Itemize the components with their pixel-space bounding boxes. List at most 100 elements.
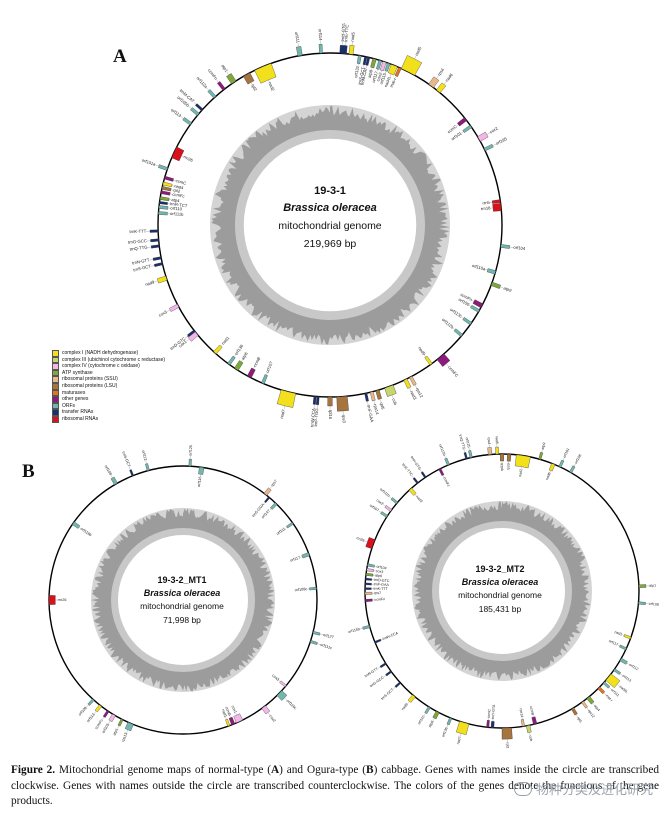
map-b2-gene-tick <box>419 469 422 473</box>
map-a-gene-tick <box>492 143 497 146</box>
map-b2-gene-nad2 <box>514 454 531 469</box>
map-b2-gene-atp9 <box>538 452 544 460</box>
map-b2-gene-tick <box>432 718 435 722</box>
legend-swatch <box>52 356 59 364</box>
map-a-gene-tick <box>234 354 236 357</box>
map-a-gene-label: rpl16 <box>328 410 333 420</box>
map-b2-gene-label: nad3 <box>415 495 423 504</box>
map-a-gene-tick <box>181 155 184 157</box>
map-b1-gene-orf147 <box>270 502 278 510</box>
map-b1-gene-label: orf117 <box>290 555 301 562</box>
map-b1-gene-cox3 <box>279 680 287 688</box>
map-b2-gene-orf111b <box>390 497 399 505</box>
map-b1-gene-label: nad1 <box>221 709 228 718</box>
map-b1-gene-label: atp1 <box>112 728 119 736</box>
map-b1-gene-label: ccmB <box>224 706 231 717</box>
map-b2-gene-label: mat-r <box>605 694 614 703</box>
map-a-gene-tick <box>380 70 382 73</box>
map-a-gene-orf117 <box>376 59 382 70</box>
map-b1-gene-label: orf116b <box>80 527 93 538</box>
map-b2-gene-rpl16 <box>500 453 504 462</box>
map-b1-gene-orf117 <box>301 552 310 559</box>
map-b2-length: 185,431 bp <box>478 604 522 614</box>
legend-label: other genes <box>62 396 89 403</box>
map-b2-gene-orf113b <box>444 457 450 466</box>
map-a-gene-label: orf150 <box>458 297 471 308</box>
map-a-gene-tick <box>371 67 373 71</box>
map-a-gene-tick <box>185 335 189 339</box>
map-b2-gene-rps3 <box>506 453 512 462</box>
map-b1-gene-tick <box>319 633 324 636</box>
map-b1-gene-tick <box>278 680 281 682</box>
map-b1-gene-tick <box>93 711 97 714</box>
map-a-gene-atp9 <box>490 281 501 289</box>
map-b1-gene-rps7 <box>263 487 272 496</box>
map-a-gene-tick <box>443 81 447 85</box>
map-b1-gene-trnS-GGA <box>264 496 271 503</box>
map-a-gene-nad5 <box>348 44 355 55</box>
map-b1-gene-label: cox2 <box>268 714 276 723</box>
map-a-gene-tick <box>367 401 369 405</box>
map-a-gene-label: mat-r <box>389 77 398 89</box>
map-a-gene-atp4 <box>159 196 170 202</box>
map-b2-gene-trnQ-TTG <box>463 452 468 460</box>
map-b2-gene-tick <box>380 639 383 641</box>
map-b2-gene-label: trnD-GTC <box>374 578 390 583</box>
map-b1-gene-label: orf108 <box>104 465 113 476</box>
map-b2-gene-orf109 <box>638 601 646 605</box>
map-b1-gene-nad1 <box>225 718 231 727</box>
map-a-gene-label: orf113c <box>449 307 463 319</box>
map-a-gene-ccmFC <box>436 353 451 367</box>
map-b1-gene-label: cox3 <box>271 673 280 681</box>
map-b2-gene-label: trnF-GAA <box>374 582 390 587</box>
map-a-gene-orf136 <box>227 355 236 366</box>
map-a-gene-trnS-GCT <box>154 262 163 267</box>
map-a-gene-tick <box>471 300 474 302</box>
map-b1-gene-label: ccmFc <box>94 719 104 731</box>
legend-label: complex III (ubichinol cytochrome c redu… <box>62 356 166 363</box>
map-a-gene-label: trnS-GCT <box>357 66 366 85</box>
map-b2-gene-nad3 <box>408 487 417 496</box>
map-a-gene-nad4 <box>162 181 173 188</box>
map-a-gene-label: trnE-TTC <box>343 24 349 42</box>
map-a-gene-label: rps14 <box>373 404 381 416</box>
map-b2-gene-tick <box>378 510 382 513</box>
map-b1-gene-tick <box>269 508 272 511</box>
map-b2-gene-orf136 <box>446 717 453 726</box>
map-b2-gene-tick <box>389 496 392 499</box>
map-a-gene-tick <box>226 71 229 76</box>
map-a-gene-cox3 <box>169 303 180 312</box>
map-b2-gene-mat-r <box>597 686 606 695</box>
map-a-gene-rps3 <box>336 395 349 412</box>
map-b2-gene-trnH-GTG <box>420 471 427 479</box>
map-a-gene-orf150 <box>470 305 480 313</box>
map-b1-gene-tick <box>145 460 147 464</box>
map-a-gene-trnN-GTT <box>152 256 162 261</box>
map-a-gene-orf107 <box>261 374 268 385</box>
map-a-gene-tick <box>150 265 155 267</box>
map-b2-gene-orf110 <box>424 706 431 715</box>
map-b1-gene-tick <box>300 556 303 558</box>
map-b2-gene-cox2 <box>384 505 393 512</box>
map-a-gene-label: cob <box>391 398 398 407</box>
map-b2-gene-label: atp9 <box>541 442 547 450</box>
map-a-gene-label: atp6 <box>240 351 249 361</box>
map-a-gene-tick <box>456 124 459 127</box>
legend-label: complex I (NADH dehydrogenase) <box>62 350 139 356</box>
map-b1-gene-orf116c <box>276 690 288 701</box>
map-a-gene-tick <box>366 65 368 68</box>
map-b1-gene-tick <box>285 527 288 529</box>
map-a-gene-label: nad1 <box>220 335 230 346</box>
map-b1-gene-label: orf147 <box>261 509 271 520</box>
legend-item: maturases <box>52 389 165 397</box>
map-a-gene-tick <box>297 43 299 47</box>
map-a-gene-label: orf113 <box>170 107 183 118</box>
map-b2-gene-tick <box>603 692 607 696</box>
map-a-gene-tick <box>486 132 491 135</box>
legend-label: maturases <box>62 389 86 396</box>
map-b1-gene-orf109 <box>87 698 95 706</box>
map-a-gene-tick <box>391 395 394 399</box>
map-a-gene-label: orf132 <box>353 65 360 78</box>
